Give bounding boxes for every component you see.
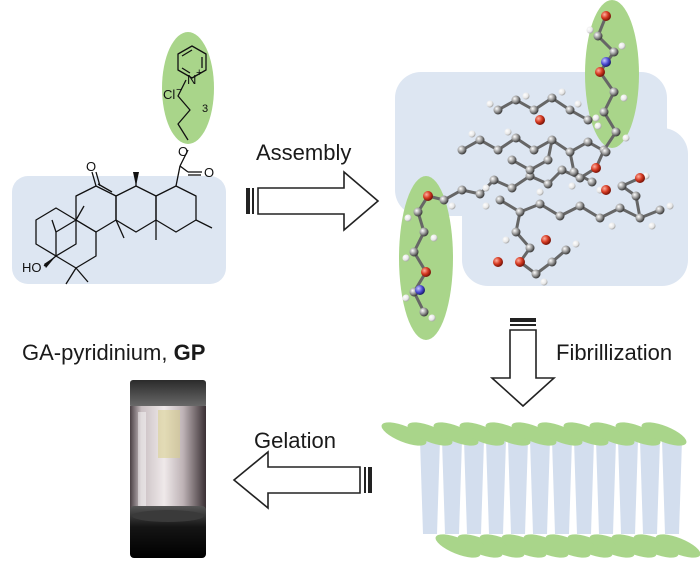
- gelation-arrow: [232, 450, 372, 510]
- compound-abbrev: GP: [173, 340, 206, 365]
- carbonyl-oxygen-label: O: [204, 165, 214, 180]
- nitrogen-label: N: [187, 72, 196, 87]
- fibrillization-arrow: [489, 318, 557, 408]
- ester-oxygen-label: O: [178, 144, 188, 159]
- fiber-hydrophilic-ellipse: [479, 534, 525, 558]
- fiber-core: [552, 440, 572, 534]
- ketone-oxygen-label: O: [86, 159, 96, 174]
- fiber-core: [420, 440, 440, 534]
- fibrillization-label: Fibrillization: [556, 340, 673, 365]
- fiber-hydrophilic-ellipse: [545, 534, 591, 558]
- compound-name-text: GA-pyridinium,: [22, 340, 174, 365]
- fiber-hydrophilic-ellipse: [511, 422, 557, 446]
- compound-name-label: GA-pyridinium, GP: [22, 340, 205, 366]
- assembly-label: Assembly: [256, 140, 352, 165]
- fiber-core: [486, 440, 506, 534]
- nitrogen-charge-label: +: [196, 67, 202, 79]
- fiber-hydrophilic-ellipse: [641, 422, 687, 446]
- gp-molecule: [12, 32, 226, 285]
- gelation-label: Gelation: [254, 428, 336, 453]
- fiber-core: [596, 440, 616, 534]
- gel-vial-photo: [128, 378, 208, 568]
- hydroxyl-label: HO: [22, 260, 42, 275]
- fiber-core: [530, 440, 550, 534]
- fiber-hydrophilic-ellipse: [523, 534, 569, 558]
- fiber-hydrophilic-ellipse: [589, 422, 635, 446]
- hydrophobic-region: [12, 176, 226, 284]
- fiber-core: [640, 440, 660, 534]
- fiber-hydrophilic-ellipse: [485, 422, 531, 446]
- fiber-stack: [381, 422, 700, 558]
- chloride-label: Cl: [163, 87, 175, 102]
- fiber-hydrophilic-ellipse: [435, 534, 481, 558]
- fiber-core: [662, 440, 682, 534]
- fiber-hydrophilic-ellipse: [615, 422, 661, 446]
- fiber-hydrophilic-ellipse: [655, 534, 700, 558]
- fiber-hydrophilic-ellipse: [433, 422, 479, 446]
- fiber-hydrophilic-ellipse: [633, 534, 679, 558]
- assembled-dimer: [395, 0, 688, 340]
- fiber-hydrophilic-ellipse: [567, 534, 613, 558]
- fiber-core: [464, 440, 484, 534]
- fiber-hydrophilic-ellipse: [457, 534, 503, 558]
- fiber-hydrophilic-ellipse: [501, 534, 547, 558]
- assembly-arrow: [246, 170, 380, 232]
- hydrophilic-region: [162, 32, 214, 144]
- fiber-hydrophilic-ellipse: [589, 534, 635, 558]
- dimer-hydrophilic-bottom: [399, 176, 453, 340]
- chloride-charge-label: −: [176, 84, 182, 96]
- fiber-hydrophilic-ellipse: [381, 422, 427, 446]
- fiber-hydrophilic-ellipse: [537, 422, 583, 446]
- fiber-core: [508, 440, 528, 534]
- fiber-hydrophilic-ellipse: [407, 422, 453, 446]
- fiber-hydrophilic-ellipse: [611, 534, 657, 558]
- chain-subscript-label: 3: [202, 103, 208, 115]
- fiber-core: [442, 440, 462, 534]
- fiber-core: [618, 440, 638, 534]
- fiber-hydrophilic-ellipse: [563, 422, 609, 446]
- fiber-core: [574, 440, 594, 534]
- fiber-hydrophilic-ellipse: [459, 422, 505, 446]
